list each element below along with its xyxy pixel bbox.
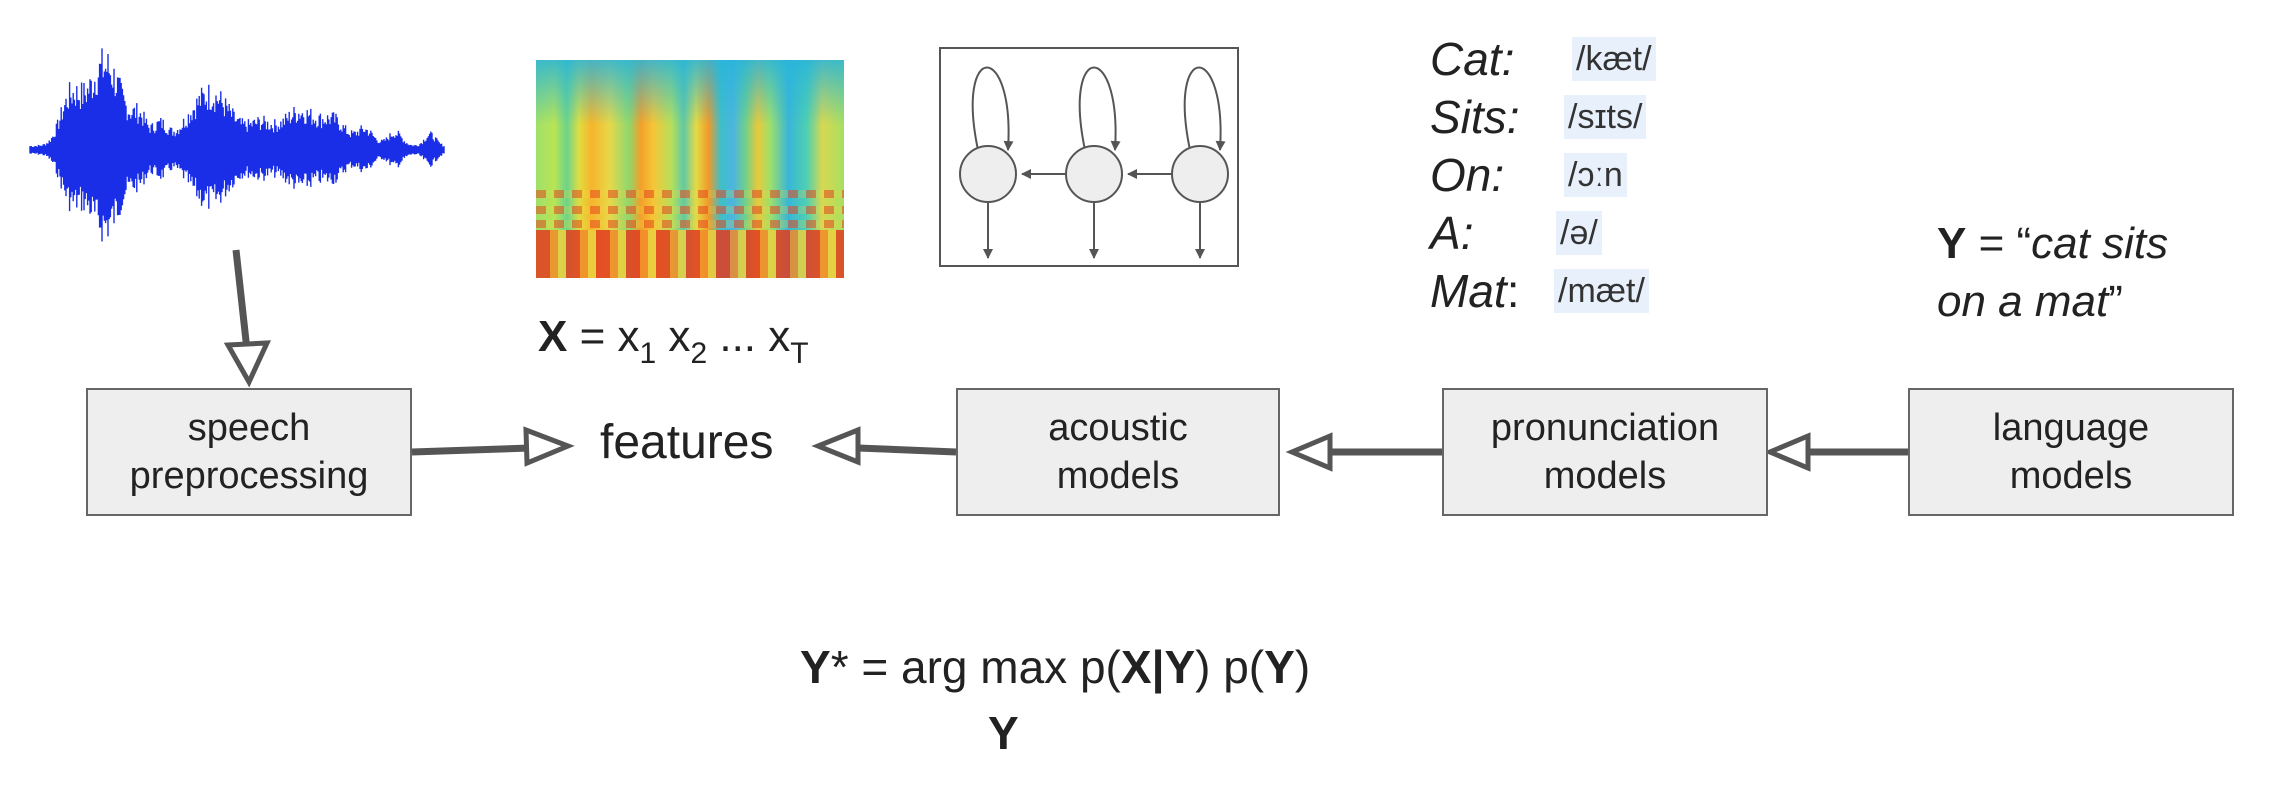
box-label-line2: models bbox=[1056, 455, 1180, 497]
decoding-formula: Y* = arg max p(X|Y) p(Y) bbox=[800, 640, 1310, 694]
formula-mid: ) p( bbox=[1195, 641, 1265, 693]
hmm-state-2 bbox=[1065, 145, 1123, 203]
hmm-diagram bbox=[939, 47, 1239, 267]
lexicon-word: Cat bbox=[1430, 33, 1502, 85]
arrow-preprocessing-to-features bbox=[411, 426, 575, 467]
lexicon-colon: : bbox=[1491, 149, 1505, 201]
arrow-language-to-pronunciation bbox=[1763, 432, 1908, 472]
argmax-subscript: Y bbox=[988, 707, 1019, 759]
argmax-text: * = arg max p( bbox=[830, 641, 1121, 693]
close-quote: ” bbox=[2108, 277, 2123, 326]
lexicon-ipa: /mæt/ bbox=[1554, 269, 1649, 313]
acoustic-models-box: acoustic models bbox=[956, 388, 1280, 516]
box-label-line1: language bbox=[1992, 407, 2150, 449]
sentence-line2: on a mat bbox=[1937, 277, 2109, 326]
spectrogram-image bbox=[536, 60, 844, 279]
box-label-line2: preprocessing bbox=[129, 455, 369, 497]
box-label-line2: models bbox=[1543, 455, 1667, 497]
box-label-line1: speech bbox=[187, 407, 311, 449]
hmm-state-1 bbox=[959, 145, 1017, 203]
speech-waveform bbox=[29, 48, 445, 242]
lexicon-colon: : bbox=[1506, 91, 1520, 143]
sentence-line1: cat sits bbox=[2031, 219, 2169, 268]
formula-close: ) bbox=[1294, 641, 1311, 693]
waveform-trace bbox=[29, 48, 445, 242]
lexicon-word: On bbox=[1430, 149, 1492, 201]
pronunciation-models-box: pronunciation models bbox=[1442, 388, 1768, 516]
language-models-box: language models bbox=[1908, 388, 2234, 516]
lexicon-ipa: /ɔːn bbox=[1564, 153, 1627, 197]
subscript-2: 2 bbox=[690, 337, 708, 370]
arrow-waveform-to-preprocessing bbox=[223, 249, 272, 388]
x2-text: x bbox=[656, 312, 691, 361]
subscript-1: 1 bbox=[639, 337, 657, 370]
xt-text: ... x bbox=[707, 312, 791, 361]
lexicon-ipa: /sɪts/ bbox=[1564, 95, 1647, 139]
lexicon-word: A bbox=[1430, 207, 1461, 259]
lexicon-word: Mat bbox=[1430, 265, 1507, 317]
target-sentence: Y = “cat sits on a mat” bbox=[1937, 215, 2168, 331]
lexicon-ipa: /kæt/ bbox=[1572, 37, 1656, 81]
box-label-line2: models bbox=[2009, 455, 2133, 497]
lexicon-ipa: /ə/ bbox=[1556, 211, 1602, 255]
eq-quote: = “ bbox=[1966, 219, 2032, 268]
formula-x: X bbox=[1120, 641, 1152, 693]
y-star: Y bbox=[800, 641, 831, 693]
feature-sequence-label: X = x1 x2 ... xT bbox=[538, 312, 809, 371]
lexicon-word: Sits bbox=[1430, 91, 1507, 143]
features-label: features bbox=[600, 416, 774, 469]
arrow-pronunciation-to-acoustic bbox=[1285, 432, 1442, 472]
lexicon-colon: : bbox=[1501, 33, 1515, 85]
formula-y1: Y bbox=[1164, 641, 1196, 693]
eq-x: = x bbox=[567, 312, 640, 361]
lexicon-colon: : bbox=[1506, 265, 1520, 317]
box-label-line1: pronunciation bbox=[1490, 407, 1720, 449]
y-variable: Y bbox=[1937, 219, 1967, 268]
arrow-acoustic-to-features bbox=[811, 426, 957, 466]
speech-preprocessing-box: speech preprocessing bbox=[86, 388, 412, 516]
hmm-state-3 bbox=[1171, 145, 1229, 203]
box-label-line1: acoustic bbox=[1048, 407, 1188, 449]
formula-bar: | bbox=[1151, 641, 1165, 693]
formula-y2: Y bbox=[1264, 641, 1295, 693]
x-variable: X bbox=[538, 312, 568, 361]
lexicon-colon: : bbox=[1460, 207, 1474, 259]
subscript-t: T bbox=[790, 337, 809, 370]
